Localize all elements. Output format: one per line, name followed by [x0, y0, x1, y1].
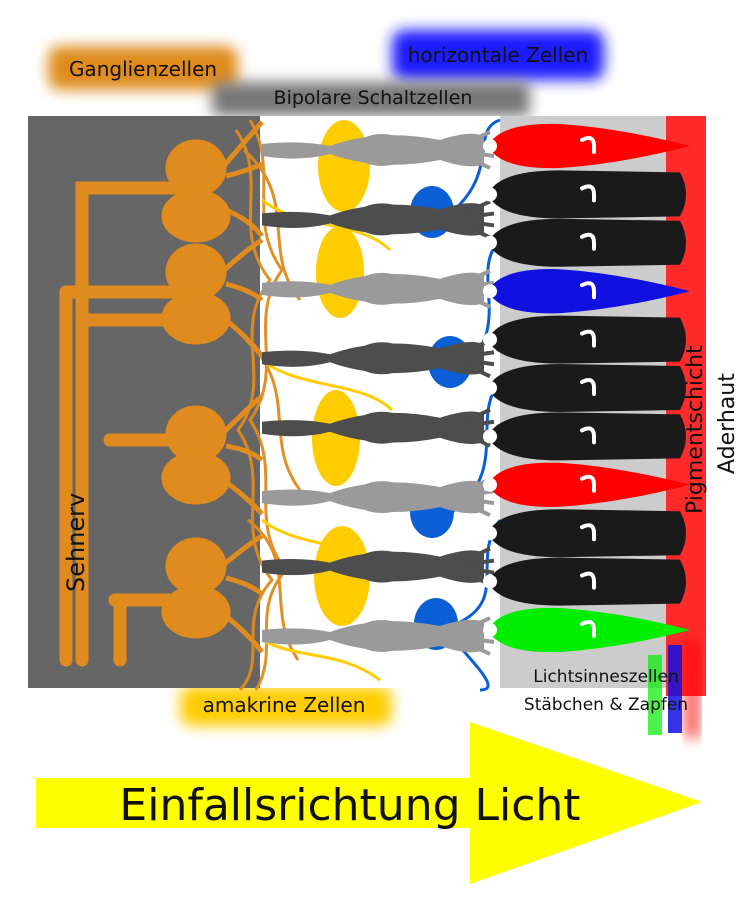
horizontal-label: horizontale Zellen — [408, 43, 589, 67]
red-cone-cell — [483, 462, 690, 507]
green-cone-cell — [483, 607, 690, 653]
ganglion-cells — [161, 120, 264, 654]
amacrine-label-glow — [180, 686, 392, 726]
amacrine-cell — [316, 226, 364, 318]
blue-spectrum-bar — [668, 645, 682, 733]
amacrine-label: amakrine Zellen — [203, 693, 366, 717]
optic-nerve-label: Sehnerv — [62, 493, 90, 592]
photoreceptor-label-line1: Lichtsinneszellen — [533, 667, 679, 687]
bipolar-cell — [262, 407, 495, 448]
rod-cell — [483, 170, 686, 219]
rod-cell — [483, 218, 686, 267]
blue-cone-cell — [483, 269, 690, 314]
choroid-label: Aderhaut — [715, 373, 740, 474]
bipolar-cell — [262, 338, 495, 379]
red-cone-cell — [483, 123, 690, 169]
photoreceptors — [483, 123, 690, 653]
ganglion-cell — [161, 394, 264, 516]
ganglion-cell — [161, 120, 264, 243]
rod-cell — [483, 557, 686, 606]
bipolar-cell — [262, 616, 495, 656]
rod-cell — [483, 315, 686, 364]
bipolar-label-glow — [212, 82, 530, 116]
bipolar-cell — [262, 477, 495, 517]
rod-cell — [483, 412, 686, 461]
light-direction-label: Einfallsrichtung Licht — [119, 780, 580, 831]
amacrine-processes — [261, 198, 394, 682]
rod-cell — [483, 364, 686, 412]
light-direction-arrow — [36, 722, 702, 884]
ganglion-cell — [161, 533, 264, 654]
bipolar-cell — [262, 269, 495, 309]
green-spectrum-bar — [648, 655, 662, 735]
horizontal-label-glow — [392, 30, 604, 80]
pigment-label: Pigmentschicht — [683, 345, 708, 514]
photoreceptor-label-line2: Stäbchen & Zapfen — [524, 695, 688, 715]
ganglion-label-glow — [48, 46, 238, 90]
bipolar-cells — [262, 130, 495, 656]
bipolar-cell — [262, 199, 495, 240]
ganglion-label: Ganglienzellen — [69, 57, 217, 81]
bipolar-cell — [262, 130, 495, 170]
amacrine-cell — [318, 120, 370, 212]
amacrine-cell — [312, 390, 360, 486]
red-spectrum-bar — [686, 640, 698, 738]
bipolar-cell — [262, 546, 495, 587]
rod-cell — [483, 509, 686, 558]
bipolar-label: Bipolare Schaltzellen — [274, 87, 473, 109]
